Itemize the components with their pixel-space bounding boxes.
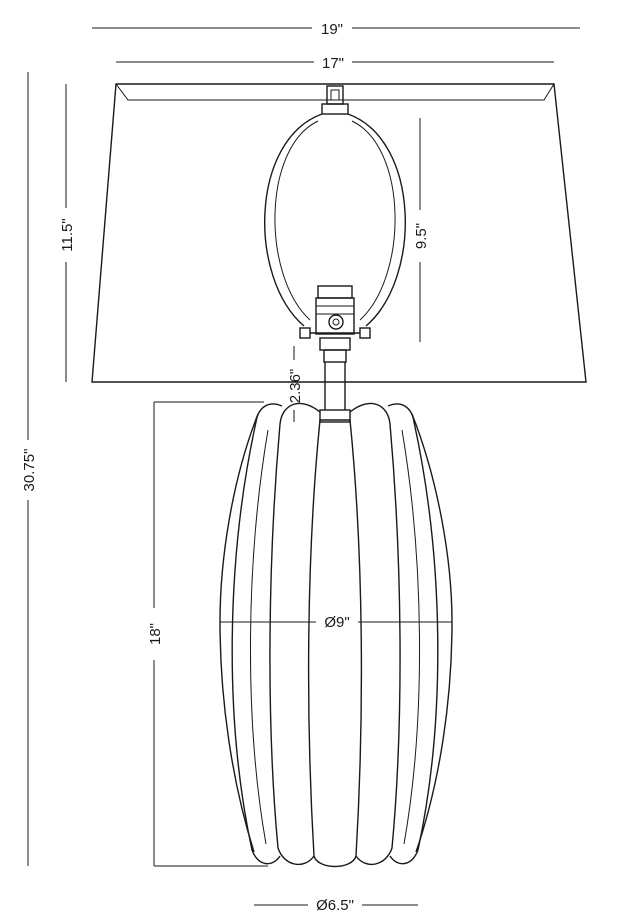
dim-neck-height: 2.36" [287,346,304,422]
socket [299,285,371,363]
harp [264,113,406,327]
label-body-diameter: Ø9" [324,614,349,631]
label-overall-height: 30.75" [21,449,38,492]
finial [321,85,349,115]
dim-base-diameter: Ø6.5" [254,897,418,914]
label-body-height: 18" [147,623,164,645]
label-harp-height: 9.5" [413,223,430,249]
label-neck-height: 2.36" [287,369,304,404]
label-shade-top-width: 17" [322,55,344,72]
lampshade [91,83,587,383]
dim-harp-height: 9.5" [413,118,430,342]
dim-shade-width: 19" [92,21,580,38]
dim-shade-top-width: 17" [116,55,554,72]
dim-body-diameter: Ø9" [220,614,452,631]
lamp-body [219,402,453,868]
dim-overall-height: 30.75" [21,72,38,866]
dim-body-height: 18" [147,401,268,867]
label-base-diameter: Ø6.5" [316,897,354,914]
dim-shade-height: 11.5" [59,84,76,382]
label-shade-height: 11.5" [59,218,76,251]
lamp-neck [319,362,351,423]
label-shade-width: 19" [321,21,343,38]
